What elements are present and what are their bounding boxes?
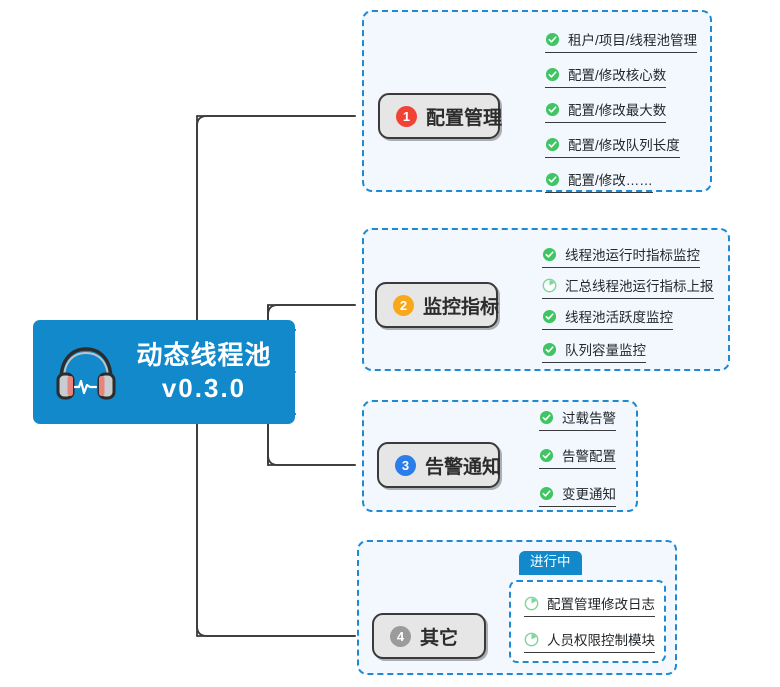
branch-badge-4: 4	[390, 625, 411, 647]
branch-node-3[interactable]: 3 告警通知	[377, 442, 502, 488]
leaf-item[interactable]: 配置/修改核心数	[545, 62, 667, 88]
leaf-item[interactable]: 变更通知	[539, 481, 616, 507]
branch-node-1[interactable]: 1 配置管理	[378, 93, 503, 139]
branch-label-2: 监控指标	[423, 296, 500, 318]
leaf-label: 汇总线程池运行指标上报	[565, 279, 714, 294]
clock-progress-icon	[524, 632, 539, 646]
leaf-item[interactable]: 配置管理修改日志	[524, 591, 655, 617]
leaf-item[interactable]: 配置/修改……	[545, 167, 653, 193]
clock-progress-icon	[524, 596, 539, 610]
check-circle-icon	[539, 486, 554, 500]
leaf-label: 告警配置	[562, 449, 616, 464]
center-node[interactable]: 动态线程池 v0.3.0	[33, 320, 295, 424]
headset-waveform-icon	[49, 337, 123, 407]
leaf-item[interactable]: 租户/项目/线程池管理	[545, 27, 698, 53]
clock-progress-icon	[542, 278, 557, 292]
leaf-label: 人员权限控制模块	[547, 633, 655, 648]
leaf-item[interactable]: 过载告警	[539, 405, 616, 431]
leaf-label: 配置/修改队列长度	[568, 138, 680, 153]
leaf-label: 过载告警	[562, 411, 616, 426]
branch-node-2[interactable]: 2 监控指标	[375, 282, 500, 328]
leaf-label: 线程池活跃度监控	[565, 310, 673, 325]
check-circle-icon	[545, 67, 560, 81]
leaf-label: 配置/修改核心数	[568, 68, 667, 83]
leaf-item[interactable]: 汇总线程池运行指标上报	[542, 273, 714, 299]
check-circle-icon	[545, 137, 560, 151]
check-circle-icon	[542, 342, 557, 356]
leaf-label: 变更通知	[562, 487, 616, 502]
branch-badge-2: 2	[393, 294, 414, 316]
leaf-item[interactable]: 告警配置	[539, 443, 616, 469]
branch-badge-3: 3	[395, 454, 416, 476]
branch-label-4: 其它	[420, 627, 459, 649]
leaf-label: 队列容量监控	[565, 343, 646, 358]
leaf-item[interactable]: 配置/修改队列长度	[545, 132, 680, 158]
check-circle-icon	[545, 172, 560, 186]
check-circle-icon	[542, 247, 557, 261]
check-circle-icon	[545, 102, 560, 116]
leaf-label: 配置管理修改日志	[547, 597, 655, 612]
center-node-text: 动态线程池 v0.3.0	[123, 339, 295, 406]
center-version: v0.3.0	[161, 373, 247, 403]
leaf-label: 配置/修改……	[568, 173, 653, 188]
leaf-label: 配置/修改最大数	[568, 103, 667, 118]
leaf-label: 租户/项目/线程池管理	[568, 33, 698, 48]
leaf-item[interactable]: 人员权限控制模块	[524, 627, 655, 653]
center-title: 动态线程池	[136, 339, 272, 370]
branch-badge-1: 1	[396, 105, 417, 127]
leaf-item[interactable]: 线程池运行时指标监控	[542, 242, 700, 268]
leaf-item[interactable]: 配置/修改最大数	[545, 97, 667, 123]
branch-label-1: 配置管理	[426, 107, 503, 129]
check-circle-icon	[539, 410, 554, 424]
leaf-item[interactable]: 线程池活跃度监控	[542, 304, 673, 330]
check-circle-icon	[542, 309, 557, 323]
leaf-item[interactable]: 队列容量监控	[542, 337, 646, 363]
check-circle-icon	[539, 448, 554, 462]
branch-node-4[interactable]: 4 其它	[372, 613, 486, 659]
leaf-label: 线程池运行时指标监控	[565, 248, 700, 263]
subgroup-in-progress	[509, 580, 666, 663]
check-circle-icon	[545, 32, 560, 46]
branch-label-3: 告警通知	[425, 456, 502, 478]
status-tag-in-progress: 进行中	[519, 551, 582, 575]
